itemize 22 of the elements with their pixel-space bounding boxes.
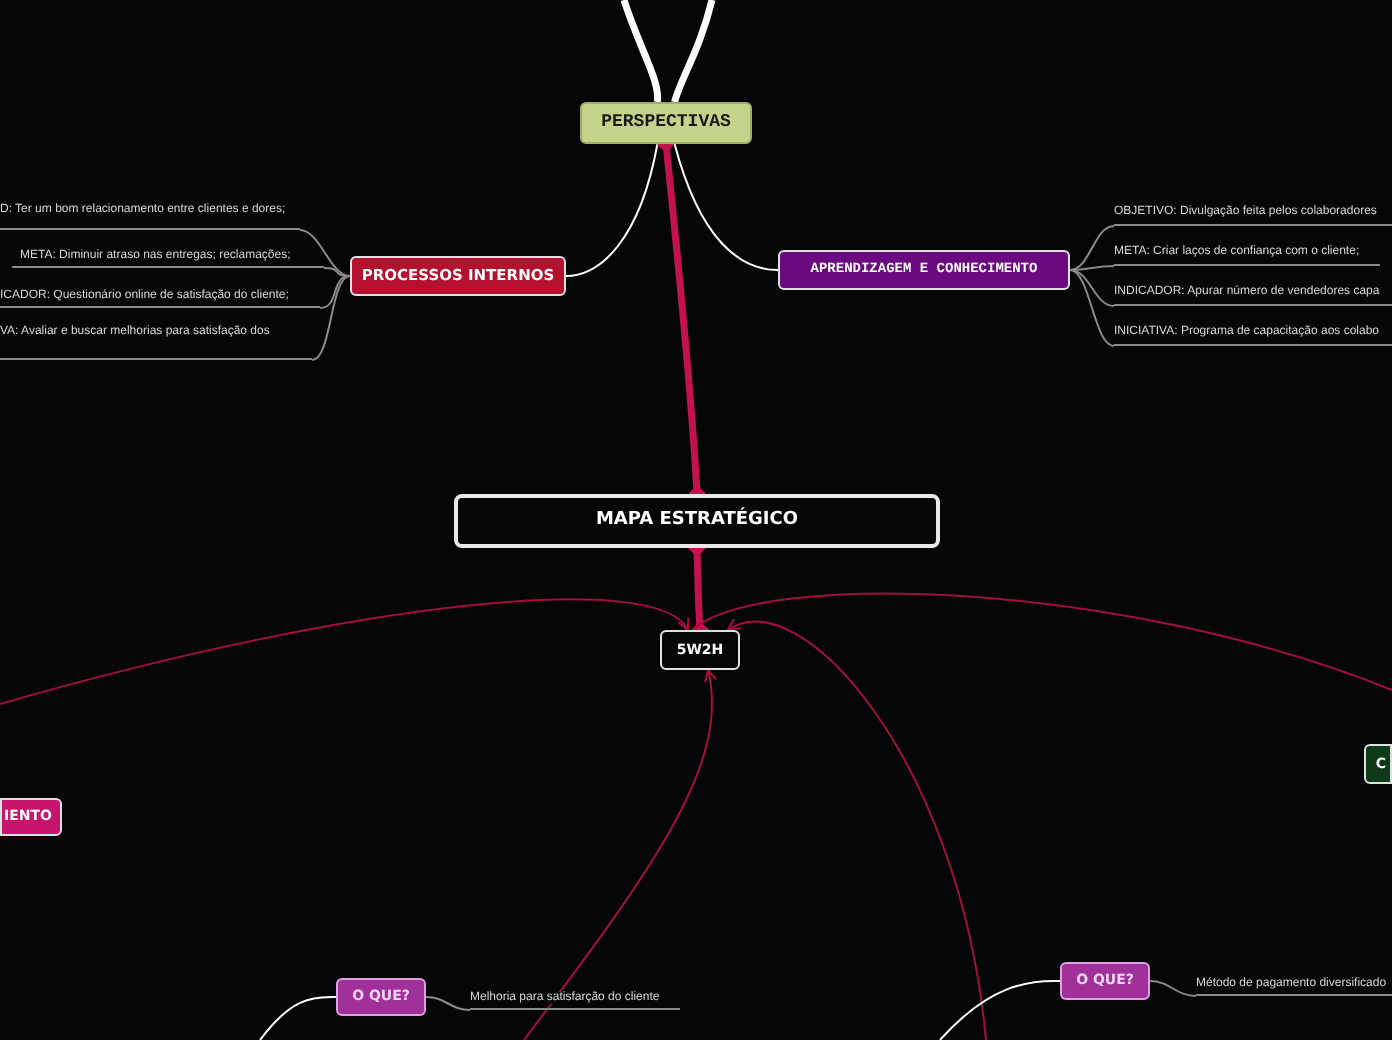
connector [1069, 269, 1115, 347]
central-topic-box: MAPA ESTRATÉGICO [454, 494, 940, 548]
topic-box: PERSPECTIVAS [580, 102, 752, 144]
connector [323, 267, 351, 277]
connector-line [620, 0, 662, 103]
connector [1069, 265, 1115, 271]
connector [425, 996, 471, 1011]
connector [319, 275, 351, 309]
connector-line [691, 592, 1392, 691]
connector-line [726, 619, 987, 1040]
connector-line [939, 979, 1061, 1040]
connector [1149, 980, 1197, 997]
connector [565, 143, 659, 277]
connector-line [523, 668, 717, 1040]
connector-line [259, 995, 337, 1040]
connector [1069, 225, 1115, 271]
connector [673, 143, 779, 271]
connector [311, 275, 351, 361]
connector-line [0, 598, 690, 705]
connector-line [671, 0, 716, 103]
connector [299, 229, 351, 277]
connector [1069, 269, 1115, 307]
